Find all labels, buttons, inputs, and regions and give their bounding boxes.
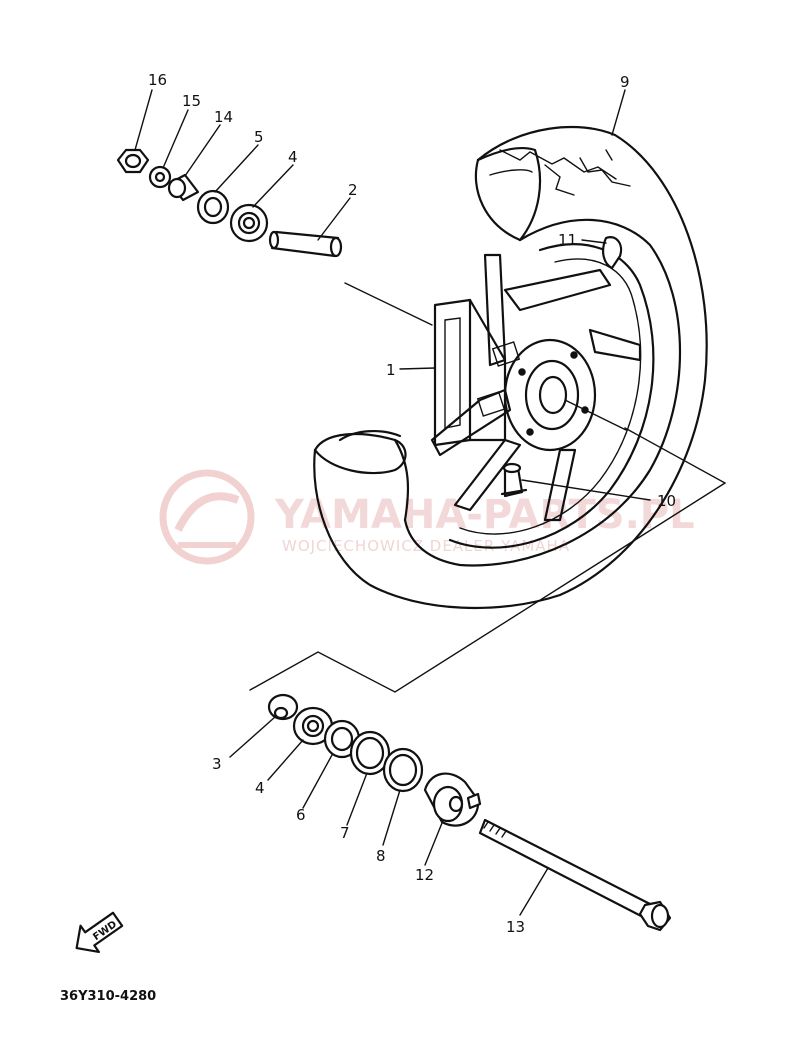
watermark-brand: YAMAHA-PARTS.PL (274, 492, 695, 538)
nut-part-16 (116, 148, 150, 174)
oil-seal-part-7 (349, 730, 391, 776)
collar-part-3 (267, 693, 299, 721)
fwd-arrow-icon: FWD (75, 911, 124, 954)
callout-9: 9 (620, 73, 630, 91)
balance-weight-part-11 (602, 236, 623, 270)
callout-7: 7 (340, 824, 350, 842)
callout-15: 15 (182, 92, 201, 110)
watermark-subline: WOJCIECHOWICZ DEALER YAMAHA (282, 537, 570, 555)
callout-2: 2 (348, 181, 358, 199)
callout-11: 11 (558, 231, 577, 249)
callout-14: 14 (214, 108, 233, 126)
collar-part-14 (167, 173, 200, 202)
callout-8: 8 (376, 847, 386, 865)
callout-1: 1 (386, 361, 396, 379)
leader-lines (134, 89, 651, 916)
tire-part-9 (313, 126, 708, 609)
drawing-code: 36Y310-4280 (60, 989, 156, 1004)
callout-10: 10 (657, 492, 676, 510)
wheel-part-1 (430, 243, 655, 549)
callout-5: 5 (254, 128, 264, 146)
assembly-line-spacer (344, 282, 433, 326)
callout-13: 13 (506, 918, 525, 936)
watermark: YAMAHA-PARTS.PL WOJCIECHOWICZ DEALER YAM… (159, 469, 695, 565)
assembly-line-bottom (249, 427, 727, 693)
callout-16: 16 (148, 71, 167, 89)
valve-part-10 (500, 462, 528, 498)
callout-3: 3 (212, 755, 222, 773)
spacer-part-2 (268, 230, 343, 258)
callout-4-bottom: 4 (255, 779, 265, 797)
circlip-part-6 (323, 719, 361, 759)
oil-seal-part-5 (196, 189, 230, 225)
callout-numbers: 16 15 14 5 4 2 9 11 1 10 3 4 6 7 8 12 13 (148, 71, 676, 936)
callout-12: 12 (415, 866, 434, 884)
callout-4-top: 4 (288, 148, 298, 166)
meter-gear-part-12 (423, 772, 482, 827)
bearing-part-4-bottom (292, 706, 334, 746)
bearing-part-4-top (229, 203, 269, 243)
callout-6: 6 (296, 806, 306, 824)
axle-part-13 (478, 818, 672, 932)
washer-part-15 (148, 165, 172, 189)
ring-part-8 (382, 747, 424, 793)
watermark-logo-icon (159, 469, 255, 565)
